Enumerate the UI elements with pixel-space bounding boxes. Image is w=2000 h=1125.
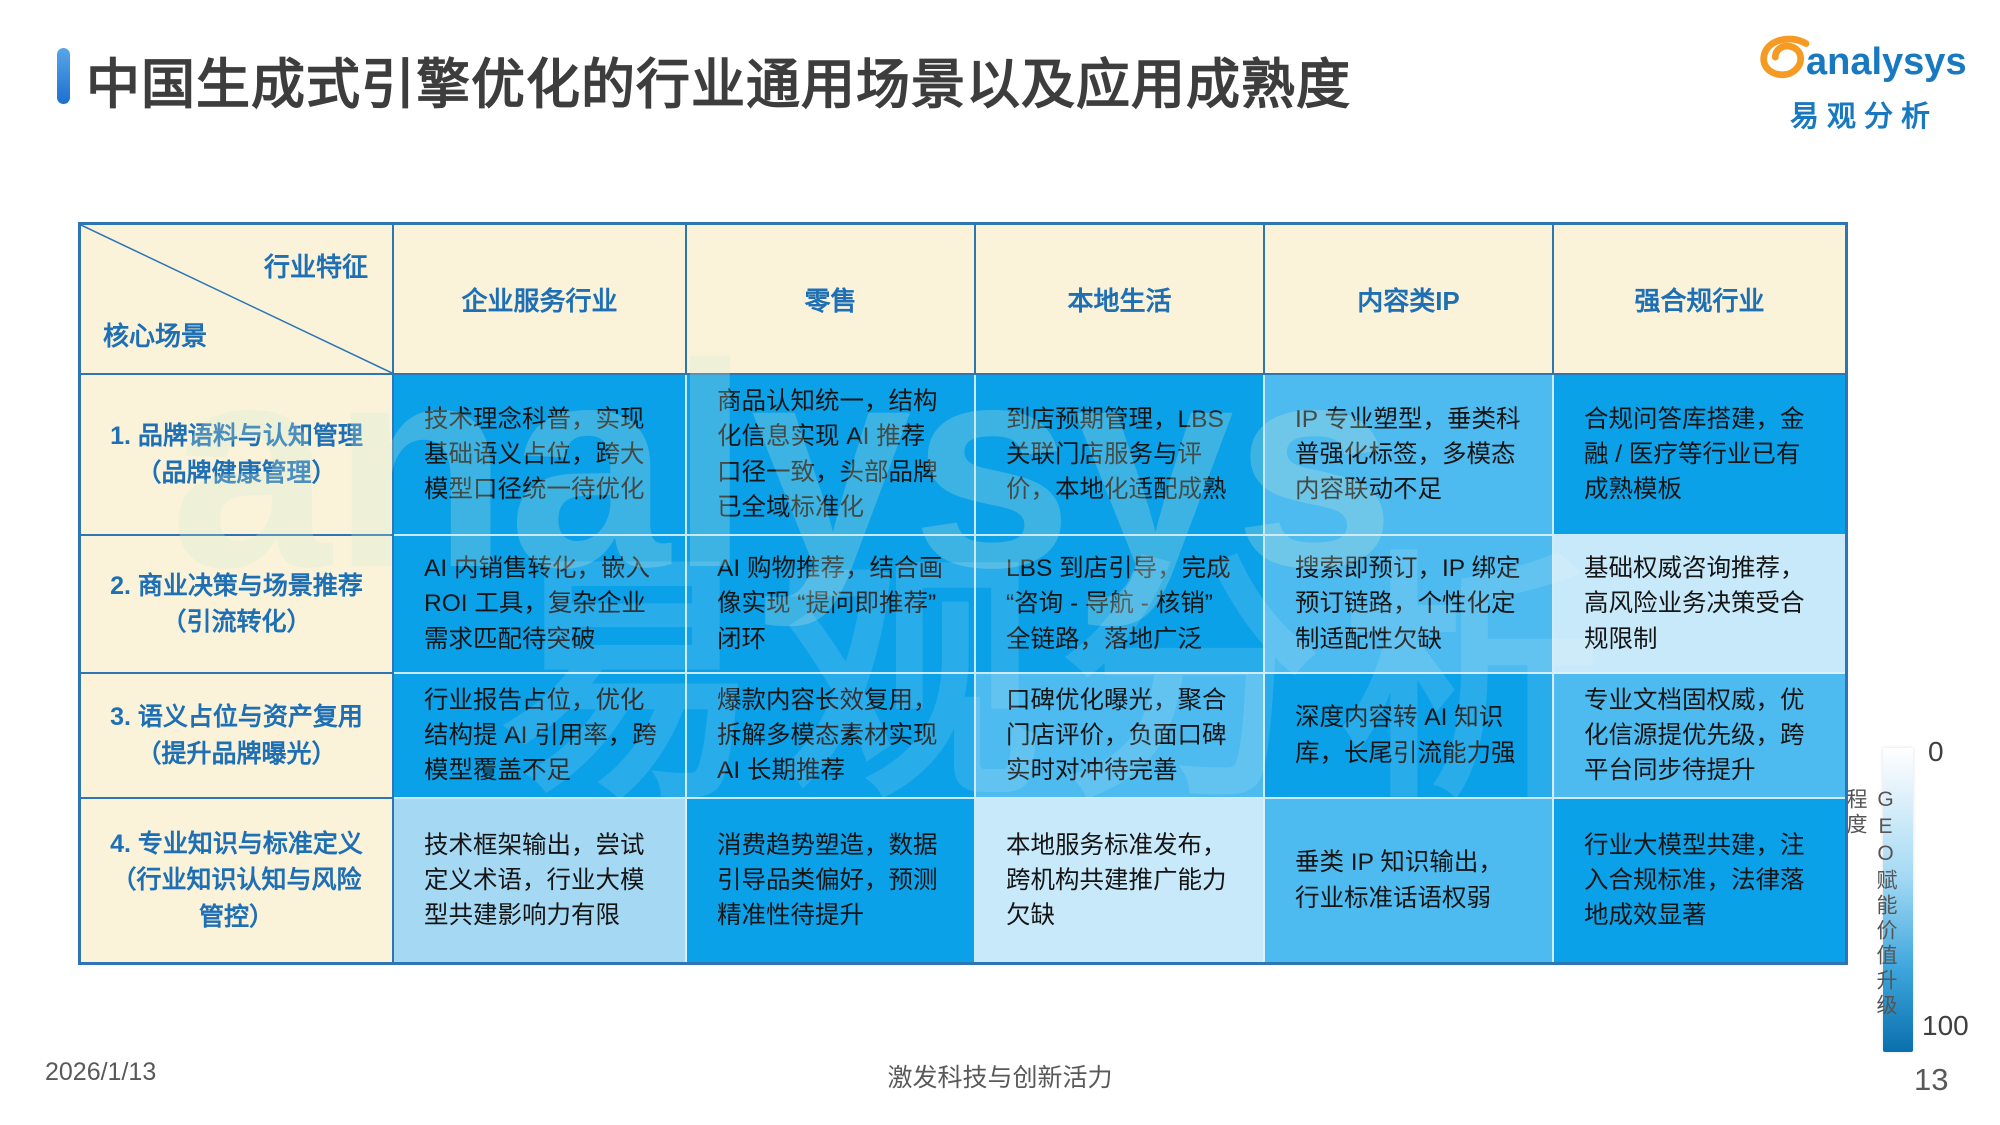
legend-axis-label: GEO赋能价值升级程度	[1844, 788, 1897, 1019]
footer-date: 2026/1/13	[45, 1058, 157, 1086]
cell-r1c1: 技术理念科普，实现基础语义占位，跨大模型口径统一待优化	[394, 375, 687, 536]
cell-r4c5: 行业大模型共建，注入合规标准，法律落地成效显著	[1554, 799, 1845, 962]
legend-min-label: 0	[1928, 736, 1944, 767]
analysys-logo: analysys 易观分析	[1754, 34, 1984, 135]
col-header-local-life: 本地生活	[976, 225, 1265, 375]
col-header-content-ip: 内容类IP	[1265, 225, 1554, 375]
corner-cell: 行业特征 核心场景	[81, 225, 394, 375]
cell-r3c5: 专业文档固权威，优化信源提优先级，跨平台同步待提升	[1554, 674, 1845, 799]
cell-r3c3: 口碑优化曝光，聚合门店评价，负面口碑实时对冲待完善	[976, 674, 1265, 799]
cell-r3c4: 深度内容转 AI 知识库，长尾引流能力强	[1265, 674, 1554, 799]
title-accent-bar	[57, 48, 70, 104]
page-title: 中国生成式引擎优化的行业通用场景以及应用成熟度	[86, 55, 1351, 115]
cell-r2c5: 基础权威咨询推荐，高风险业务决策受合规限制	[1554, 536, 1845, 674]
legend-gradient-bar	[1883, 748, 1913, 1052]
cell-r2c1: AI 内销售转化，嵌入 ROI 工具，复杂企业需求匹配待突破	[394, 536, 687, 674]
cell-r2c3: LBS 到店引导，完成 “咨询 - 导航 - 核销” 全链路，落地广泛	[976, 536, 1265, 674]
col-header-compliance: 强合规行业	[1554, 225, 1845, 375]
row-header-4: 4. 专业知识与标准定义（行业知识认知与风险管控）	[81, 799, 394, 962]
cell-r1c3: 到店预期管理，LBS 关联门店服务与评价，本地化适配成熟	[976, 375, 1265, 536]
logo-swirl-icon	[1754, 34, 1812, 89]
cell-r2c4: 搜索即预订，IP 绑定预订链路，个性化定制适配性欠缺	[1265, 536, 1554, 674]
page-number: 13	[1914, 1062, 1949, 1097]
cell-r1c2: 商品认知统一，结构化信息实现 AI 推荐口径一致，头部品牌已全域标准化	[687, 375, 976, 536]
col-header-retail: 零售	[687, 225, 976, 375]
cell-r1c4: IP 专业塑型，垂类科普强化标签，多模态内容联动不足	[1265, 375, 1554, 536]
corner-label-industry: 行业特征	[263, 252, 368, 282]
scenario-maturity-table: 行业特征 核心场景 企业服务行业 零售 本地生活 内容类IP 强合规行业 1. …	[78, 222, 1848, 965]
cell-r2c2: AI 购物推荐，结合画像实现 “提问即推荐” 闭环	[687, 536, 976, 674]
cell-r1c5: 合规问答库搭建，金融 / 医疗等行业已有成熟模板	[1554, 375, 1845, 536]
corner-label-scenario: 核心场景	[103, 321, 208, 351]
legend-max-label: 100	[1922, 1010, 1969, 1041]
logo-cn-name: 易观分析	[1790, 101, 1939, 133]
row-header-1: 1. 品牌语料与认知管理（品牌健康管理）	[81, 375, 394, 536]
cell-r4c4: 垂类 IP 知识输出，行业标准话语权弱	[1265, 799, 1554, 962]
logo-wordmark: analysys	[1806, 40, 1967, 83]
cell-r3c1: 行业报告占位，优化结构提 AI 引用率，跨模型覆盖不足	[394, 674, 687, 799]
cell-r4c1: 技术框架输出，尝试定义术语，行业大模型共建影响力有限	[394, 799, 687, 962]
cell-r3c2: 爆款内容长效复用，拆解多模态素材实现 AI 长期推荐	[687, 674, 976, 799]
row-header-2: 2. 商业决策与场景推荐（引流转化）	[81, 536, 394, 674]
row-header-3: 3. 语义占位与资产复用（提升品牌曝光）	[81, 674, 394, 799]
cell-r4c3: 本地服务标准发布，跨机构共建推广能力欠缺	[976, 799, 1265, 962]
cell-r4c2: 消费趋势塑造，数据引导品类偏好，预测精准性待提升	[687, 799, 976, 962]
col-header-enterprise: 企业服务行业	[394, 225, 687, 375]
footer-slogan: 激发科技与创新活力	[887, 1064, 1113, 1092]
